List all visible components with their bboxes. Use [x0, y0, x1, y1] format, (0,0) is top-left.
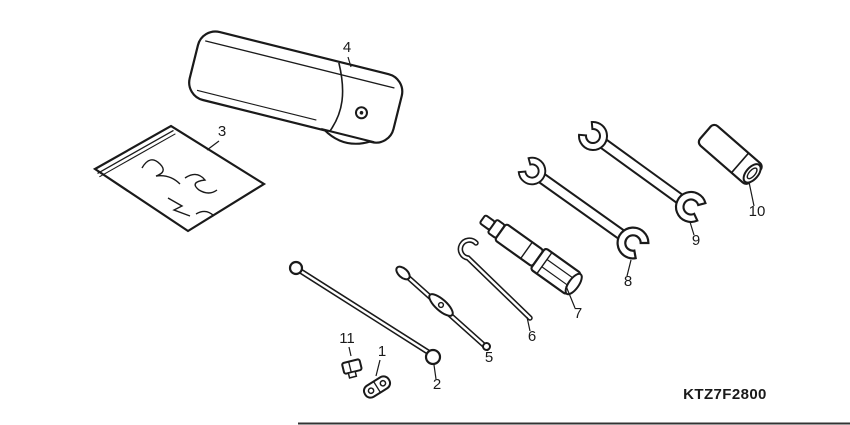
leader-line-11 — [348, 346, 352, 357]
bag-fold-line-2 — [99, 133, 176, 178]
link-clip — [362, 375, 392, 399]
bar2-bottom-eye — [424, 348, 442, 366]
socket-body — [697, 123, 763, 185]
bag-contents-squiggle-2 — [184, 173, 218, 194]
bar5-end-knob — [482, 342, 491, 351]
plugwrench-open-end — [564, 272, 583, 296]
wrench8-shaft — [536, 172, 628, 242]
part-label-3: 3 — [218, 123, 226, 140]
leader-line-4 — [347, 56, 352, 68]
leader-line-1 — [375, 359, 381, 377]
leader-line-6 — [526, 316, 531, 332]
leader-line-2 — [433, 364, 437, 380]
part-label-2: 2 — [433, 376, 441, 393]
bar5-eyelet-hole — [437, 301, 445, 309]
clip1-hole-right — [379, 379, 387, 387]
part-code: KTZ7F2800 — [683, 386, 767, 403]
small-clamp — [341, 358, 363, 379]
pouch-snap-center — [359, 110, 364, 115]
plugwrench-hex-facet-2 — [541, 266, 572, 289]
leader-line-7 — [565, 285, 576, 309]
spark-plug-wrench — [479, 214, 583, 296]
part-label-5: 5 — [485, 349, 493, 366]
plugwrench-socket-band — [536, 252, 553, 275]
clamp11-foot — [347, 370, 358, 379]
pouch-body — [188, 30, 404, 144]
pouch-flap-tab — [321, 127, 375, 145]
bag-contents-squiggle-1 — [141, 159, 181, 185]
eyelet-bar — [395, 265, 491, 351]
leader-line-9 — [689, 221, 695, 236]
part-label-4: 4 — [343, 39, 351, 56]
plugwrench-band — [520, 241, 533, 259]
bag-fold-line-1 — [97, 129, 174, 174]
part-label-9: 9 — [692, 232, 700, 249]
open-end-wrench-9 — [578, 121, 707, 224]
part-label-1: 1 — [378, 343, 386, 360]
rod6-core — [459, 238, 532, 320]
clamp11-slot — [347, 361, 352, 373]
wrench9-head-upper — [578, 121, 608, 151]
bar2-core — [300, 270, 430, 354]
part-label-6: 6 — [528, 328, 536, 345]
pouch-bottom-crease — [196, 89, 317, 121]
wrench9-shaft — [597, 136, 686, 206]
plugwrench-hex-facet-1 — [546, 258, 577, 281]
leader-lines — [206, 56, 755, 380]
wrench8-head-lower — [616, 226, 650, 260]
part-labels: 4 3 10 9 8 7 6 5 2 1 11 — [218, 39, 766, 393]
bar2-top-eye — [288, 260, 304, 276]
leader-line-3 — [206, 140, 220, 151]
leader-line-5 — [486, 348, 489, 352]
socket-bore — [746, 167, 758, 180]
leader-line-10 — [748, 181, 755, 207]
open-end-wrench-8 — [517, 156, 650, 260]
bar5-top-paddle — [395, 265, 411, 281]
document-bag — [92, 124, 267, 233]
part-label-8: 8 — [624, 273, 632, 290]
leader-line-8 — [626, 259, 632, 277]
part-label-7: 7 — [574, 305, 582, 322]
part-label-11: 11 — [339, 330, 355, 347]
wrench9-head-lower — [675, 190, 707, 224]
tool-pouch — [188, 30, 404, 145]
wrench8-head-upper — [517, 156, 547, 186]
bag-contents-squiggle-4 — [195, 210, 215, 217]
clip1-divider — [373, 381, 381, 393]
socket-band — [730, 152, 750, 174]
pouch-flap-edge — [329, 62, 344, 132]
plug-socket-tube — [697, 123, 763, 185]
pouch-opening-crease — [205, 40, 395, 89]
clip1-hole-left — [367, 387, 375, 395]
hooked-rod — [457, 237, 533, 321]
handle-bar — [288, 260, 442, 366]
bag-outline — [92, 124, 267, 233]
part-label-10: 10 — [749, 203, 766, 220]
bag-contents-squiggle-3 — [167, 197, 191, 217]
